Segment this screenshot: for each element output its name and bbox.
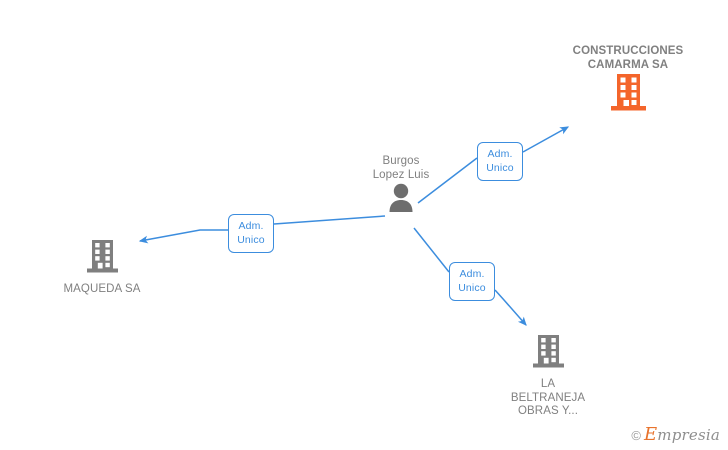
building-icon <box>532 333 565 374</box>
copyright-icon: © <box>631 428 641 443</box>
node-la-beltraneja-obras[interactable]: LA BELTRANEJA OBRAS Y... <box>468 333 628 419</box>
node-construcciones-camarma-sa[interactable]: CONSTRUCCIONES CAMARMA SA <box>548 44 708 117</box>
brand-rest: mpresia <box>657 426 720 444</box>
node-maqueda-sa[interactable]: MAQUEDA SA <box>22 238 182 297</box>
node-label-la-beltraneja-obras: LA BELTRANEJA OBRAS Y... <box>510 378 586 417</box>
node-label-maqueda-sa: MAQUEDA SA <box>63 283 141 295</box>
building-icon <box>610 72 647 117</box>
building-icon <box>86 238 119 279</box>
node-label-burgos-lopez-luis: Burgos Lopez Luis <box>372 155 430 181</box>
person-icon <box>385 182 417 219</box>
edge-label-adm-unico-beltraneja[interactable]: Adm. Unico <box>449 262 495 301</box>
watermark-empresia: © Empresia <box>631 426 720 444</box>
brand-initial: E <box>643 424 658 445</box>
brand-wordmark: Empresia <box>644 426 720 444</box>
edge-label-adm-unico-construcciones[interactable]: Adm. Unico <box>477 142 523 181</box>
node-person-burgos-lopez-luis[interactable]: Burgos Lopez Luis <box>321 155 481 219</box>
node-label-construcciones-camarma-sa: CONSTRUCCIONES CAMARMA SA <box>572 45 684 71</box>
edge-label-adm-unico-maqueda[interactable]: Adm. Unico <box>228 214 274 253</box>
